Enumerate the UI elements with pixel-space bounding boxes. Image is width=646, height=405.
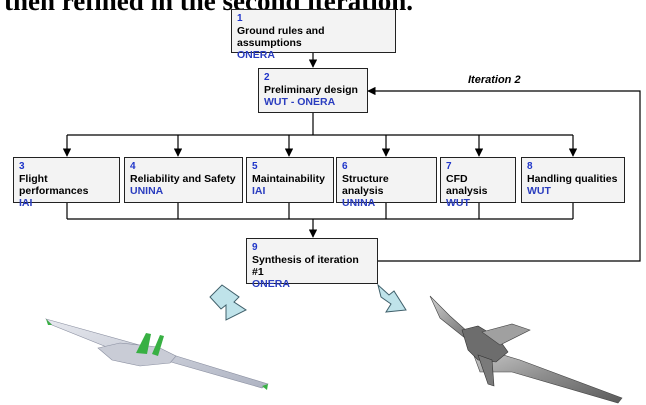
left-hollow-arrow bbox=[209, 284, 247, 321]
node-org: WUT - ONERA bbox=[264, 96, 336, 108]
node-number: 2 bbox=[264, 72, 270, 83]
node-org: IAI bbox=[252, 185, 266, 197]
node-title: Preliminary design bbox=[264, 84, 358, 96]
node-number: 1 bbox=[237, 13, 243, 24]
node-org: WUT bbox=[527, 185, 551, 197]
node-title: Ground rules and assumptions bbox=[237, 25, 325, 49]
node-6-structure-analysis: 6 Structure analysis UNINA bbox=[336, 157, 437, 209]
node-number: 3 bbox=[19, 161, 25, 172]
node-5-maintainability: 5 Maintainability IAI bbox=[246, 157, 334, 203]
node-number: 6 bbox=[342, 161, 348, 172]
node-title: Handling qualities bbox=[527, 173, 618, 185]
iteration-label: Iteration 2 bbox=[468, 74, 521, 86]
node-title: Flight performances bbox=[19, 173, 89, 197]
node-number: 9 bbox=[252, 242, 258, 253]
node-1-ground-rules: 1 Ground rules and assumptions ONERA bbox=[231, 9, 396, 61]
node-2-preliminary-design: 2 Preliminary design WUT - ONERA bbox=[258, 68, 368, 113]
right-aircraft-image bbox=[429, 295, 623, 404]
node-org: UNINA bbox=[342, 197, 376, 209]
node-8-handling-qualities: 8 Handling qualities WUT bbox=[521, 157, 625, 203]
node-9-synthesis: 9 Synthesis of iteration #1 ONERA bbox=[246, 238, 378, 290]
node-7-cfd-analysis: 7 CFD analysis WUT bbox=[440, 157, 516, 209]
right-hollow-arrow bbox=[377, 283, 407, 313]
iteration-loop bbox=[367, 86, 641, 262]
node-4-reliability-safety: 4 Reliability and Safety UNINA bbox=[124, 157, 243, 203]
node-org: ONERA bbox=[252, 278, 290, 290]
node-3-flight-performances: 3 Flight performances IAI bbox=[13, 157, 120, 209]
node-org: UNINA bbox=[130, 185, 164, 197]
node-org: ONERA bbox=[237, 49, 275, 61]
node-number: 8 bbox=[527, 161, 533, 172]
left-aircraft-image bbox=[44, 318, 269, 390]
node-number: 4 bbox=[130, 161, 136, 172]
node-title: Synthesis of iteration #1 bbox=[252, 254, 359, 278]
node-title: CFD analysis bbox=[446, 173, 488, 197]
node-title: Maintainability bbox=[252, 173, 325, 185]
node-title: Reliability and Safety bbox=[130, 173, 236, 185]
node-org: IAI bbox=[19, 197, 33, 209]
node-number: 5 bbox=[252, 161, 258, 172]
node-title: Structure analysis bbox=[342, 173, 389, 197]
node-number: 7 bbox=[446, 161, 452, 172]
node-org: WUT bbox=[446, 197, 470, 209]
